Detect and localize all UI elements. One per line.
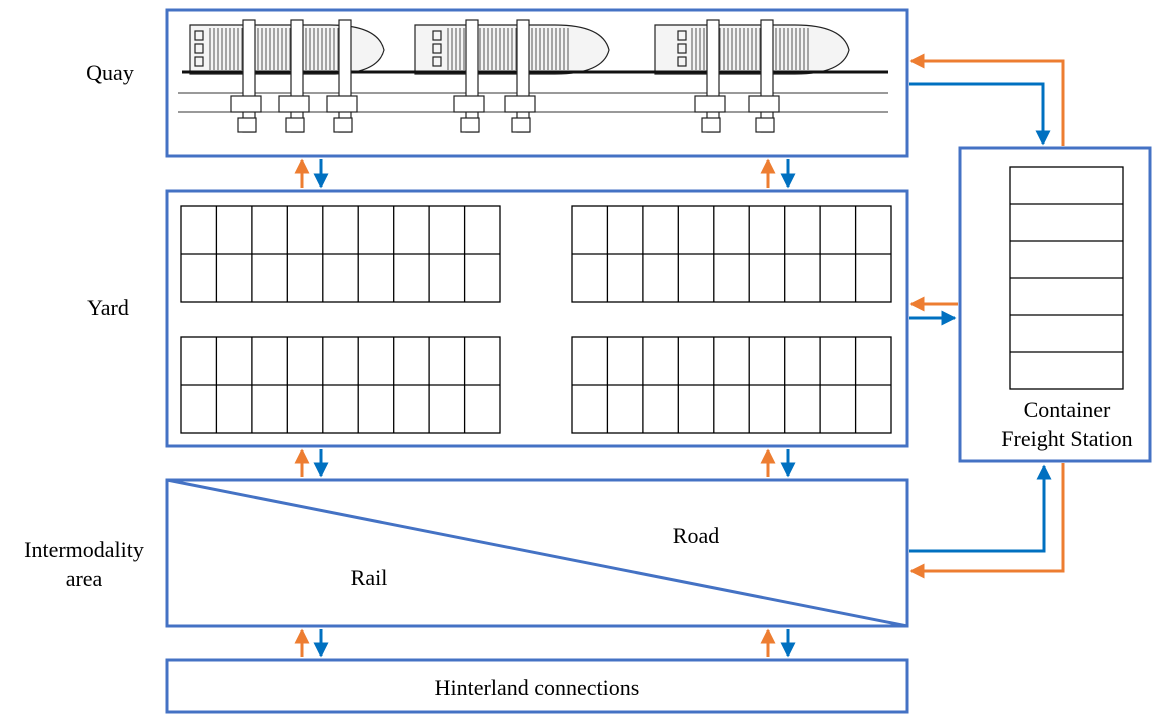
flow-arrows xyxy=(294,53,1065,658)
rail-label: Rail xyxy=(351,565,388,590)
cfs-slots xyxy=(1009,166,1124,390)
hinterland-label: Hinterland connections xyxy=(435,675,640,700)
yard-label: Yard xyxy=(87,295,129,320)
crane xyxy=(504,19,536,133)
ship xyxy=(414,24,610,75)
arrow-cfs-to-quay xyxy=(909,53,1065,146)
ship xyxy=(189,24,385,75)
yard-box xyxy=(165,189,909,448)
yard-block xyxy=(180,336,501,434)
quay-illustration xyxy=(178,19,888,133)
cfs-box xyxy=(958,146,1152,463)
cfs-label-line1: Container xyxy=(1024,397,1111,422)
cfs-label-line2: Freight Station xyxy=(1001,426,1132,451)
hinterland-box xyxy=(165,658,909,714)
crane xyxy=(748,19,780,133)
road-label: Road xyxy=(673,523,719,548)
crane xyxy=(453,19,485,133)
yard-block xyxy=(180,205,501,303)
arrow-cfs-to-intermodality xyxy=(909,463,1065,579)
ship xyxy=(654,24,850,75)
quay-label: Quay xyxy=(86,60,134,85)
crane xyxy=(278,19,310,133)
arrow-intermodality-to-cfs xyxy=(909,464,1052,553)
quay-box xyxy=(165,8,909,158)
arrow-quay-to-cfs xyxy=(909,82,1051,146)
crane xyxy=(230,19,262,133)
rail-road-divider xyxy=(166,478,908,628)
yard-block xyxy=(571,205,892,303)
crane xyxy=(326,19,358,133)
intermodality-box xyxy=(165,478,909,628)
crane xyxy=(694,19,726,133)
yard-block xyxy=(571,336,892,434)
intermodality-label-line2: area xyxy=(66,566,103,591)
intermodality-label-line1: Intermodality xyxy=(24,537,144,562)
